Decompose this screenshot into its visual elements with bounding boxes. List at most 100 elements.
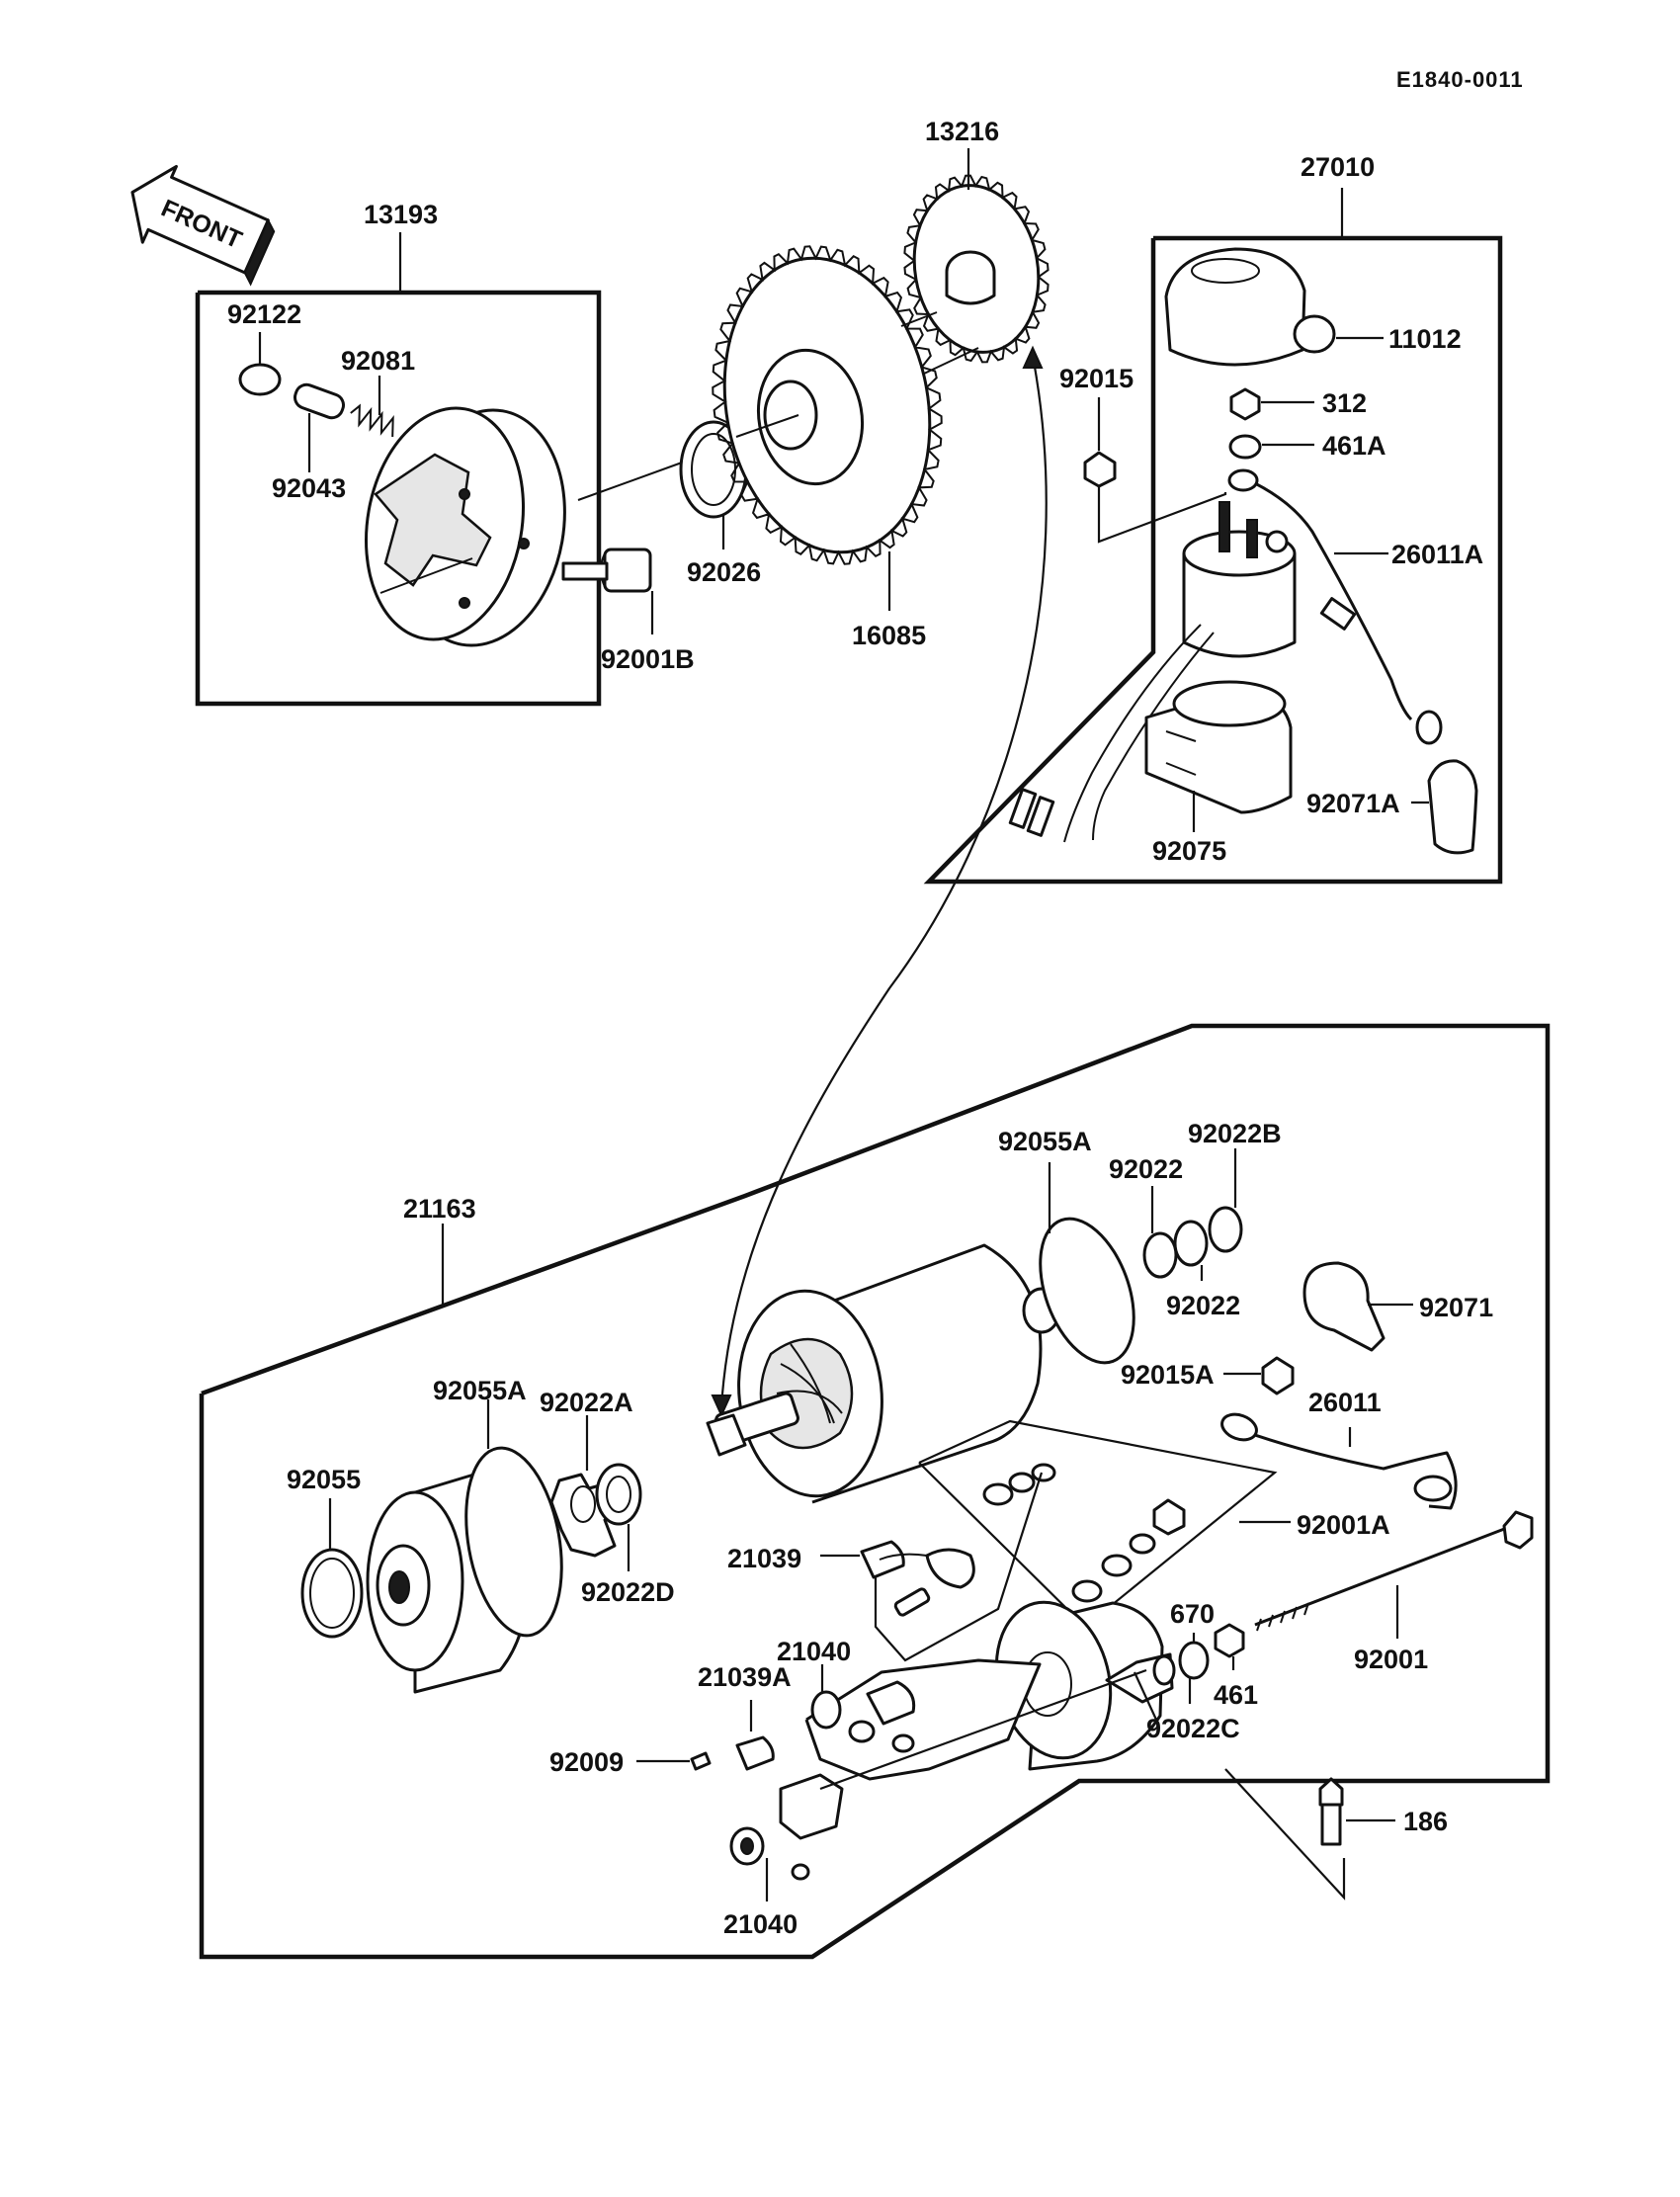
label-92015A: 92015A xyxy=(1121,1360,1215,1390)
relay-connector-1 xyxy=(1008,788,1038,829)
part-92001B-bolt-shank xyxy=(561,561,609,581)
assembly-arrow-head-top xyxy=(1022,345,1044,369)
part-92001B-bolt-head xyxy=(603,548,652,593)
clutch-group-frame xyxy=(195,290,602,707)
label-11012: 11012 xyxy=(1388,324,1462,354)
kit-92001A-washer-1 xyxy=(982,1482,1014,1506)
leader-186-diag xyxy=(1224,1768,1346,1901)
lead-26011-terminal-left xyxy=(1220,1412,1258,1442)
part-21040-spring-a xyxy=(810,1690,842,1730)
label-92055A-left: 92055A xyxy=(433,1376,527,1405)
bolt-92001-highlight xyxy=(1254,1525,1513,1626)
kit-92001A-washer-2 xyxy=(1008,1472,1036,1493)
label-92001: 92001 xyxy=(1354,1645,1428,1674)
motor-group-frame xyxy=(199,1023,1551,1960)
part-92001A-kit-outline xyxy=(918,1419,1278,1629)
part-461A-washer xyxy=(1228,434,1262,460)
label-92071: 92071 xyxy=(1419,1293,1493,1322)
lead-26011A-terminal-top xyxy=(1227,468,1259,492)
label-92001B: 92001B xyxy=(601,644,695,674)
assembly-arrow-head-bottom xyxy=(711,1394,732,1418)
label-21040-b: 21040 xyxy=(723,1909,798,1939)
label-312: 312 xyxy=(1322,388,1367,418)
label-186: 186 xyxy=(1403,1807,1448,1836)
part-92071A-boot xyxy=(1427,759,1478,855)
clutch-axis-line xyxy=(379,557,473,594)
label-92009: 92009 xyxy=(549,1747,624,1777)
label-670: 670 xyxy=(1170,1599,1215,1629)
part-92122-pin xyxy=(238,363,282,396)
lower-brush-holder xyxy=(779,1773,844,1840)
label-92055A-top: 92055A xyxy=(998,1127,1092,1156)
part-13216-idle-gear xyxy=(900,174,1050,375)
part-92022-washer-2 xyxy=(1173,1220,1209,1267)
gear-13216-hub-side xyxy=(945,272,996,305)
label-26011A: 26011A xyxy=(1391,540,1483,569)
kit-92001A-washer-3 xyxy=(1031,1463,1056,1482)
part-11012-cap xyxy=(1164,247,1306,367)
label-92055: 92055 xyxy=(287,1465,361,1494)
label-21163: 21163 xyxy=(403,1194,476,1224)
clutch-bolt-hole-2 xyxy=(518,538,530,549)
washer-92022D-inner xyxy=(606,1476,631,1513)
document-id: E1840-0011 xyxy=(1396,67,1524,92)
relay-connector-2 xyxy=(1026,796,1055,837)
gear-13216-teeth xyxy=(903,174,1050,364)
label-461A: 461A xyxy=(1322,431,1386,461)
bolt-92001-thread xyxy=(1256,1602,1309,1632)
label-92022-a: 92022 xyxy=(1109,1154,1183,1184)
part-186-bolt-shank xyxy=(1320,1799,1342,1846)
label-461: 461 xyxy=(1214,1680,1258,1710)
label-92022B: 92022B xyxy=(1188,1119,1282,1148)
label-92081: 92081 xyxy=(341,346,415,376)
armature-winding-lines xyxy=(776,1343,843,1424)
label-92026: 92026 xyxy=(687,557,761,587)
part-92001-bolt-head xyxy=(1502,1510,1534,1550)
label-27010: 27010 xyxy=(1301,152,1375,182)
brush-plate-link xyxy=(874,1472,1044,1662)
part-92075-holder-ring xyxy=(1172,680,1287,727)
relay-terminal-1 xyxy=(1218,501,1230,552)
label-21040-a: 21040 xyxy=(777,1637,851,1666)
cap-boot-tip xyxy=(1293,314,1336,354)
lower-brush-washer xyxy=(791,1863,810,1881)
label-92022D: 92022D xyxy=(581,1577,675,1607)
relay-terminal-2 xyxy=(1246,519,1258,558)
brush-plate-insulator-2 xyxy=(891,1733,915,1753)
relay-group-frame xyxy=(923,235,1503,885)
part-312-nut xyxy=(1229,387,1261,421)
label-92022C: 92022C xyxy=(1146,1714,1240,1743)
group-starter-clutch: 13193 92122 92043 92081 92001B xyxy=(195,200,695,707)
label-92001A: 92001A xyxy=(1297,1510,1390,1540)
lead-26011A-terminal-bottom xyxy=(1415,710,1443,745)
lockwasher-92022A-bore xyxy=(570,1485,596,1523)
part-21039-brush xyxy=(860,1540,905,1579)
part-92022B-washer xyxy=(1208,1206,1243,1253)
part-16085-driven-gear xyxy=(712,245,943,565)
label-21039A: 21039A xyxy=(698,1662,792,1692)
label-92022-b: 92022 xyxy=(1166,1291,1240,1320)
kit-92001A-nut xyxy=(1152,1498,1186,1536)
part-92055A-oring-top xyxy=(1039,1217,1135,1365)
gear-16085-bore xyxy=(763,380,818,451)
kit-92001A-washer-5 xyxy=(1101,1554,1133,1577)
front-cover-bore xyxy=(388,1570,410,1604)
part-92015-nut xyxy=(1083,451,1117,488)
brush-21039-screw xyxy=(893,1587,931,1617)
brush-21039-terminal xyxy=(925,1548,975,1589)
label-16085: 16085 xyxy=(852,621,926,650)
part-92071-boot xyxy=(1302,1261,1386,1352)
front-direction-arrow: FRONT xyxy=(130,164,276,287)
relay-wire-1 xyxy=(1063,624,1202,843)
part-92022-washer-1 xyxy=(1142,1231,1178,1279)
group-starter-relay: 27010 11012 312 461A 92015 26011A xyxy=(923,152,1503,885)
lead-26011-terminal-right xyxy=(1413,1475,1453,1502)
holder-slot-2 xyxy=(1165,762,1197,776)
part-92055-oring-left xyxy=(300,1548,364,1639)
gear-16085-teeth xyxy=(712,245,943,565)
part-26011-lead xyxy=(1254,1433,1458,1510)
group-starter-motor: 21163 92055A 92022 92022B 92022 92071 92… xyxy=(199,1023,1551,1960)
part-brush-plate xyxy=(804,1658,1042,1781)
label-92022A: 92022A xyxy=(540,1388,633,1417)
brush-21039-wire xyxy=(879,1553,928,1561)
